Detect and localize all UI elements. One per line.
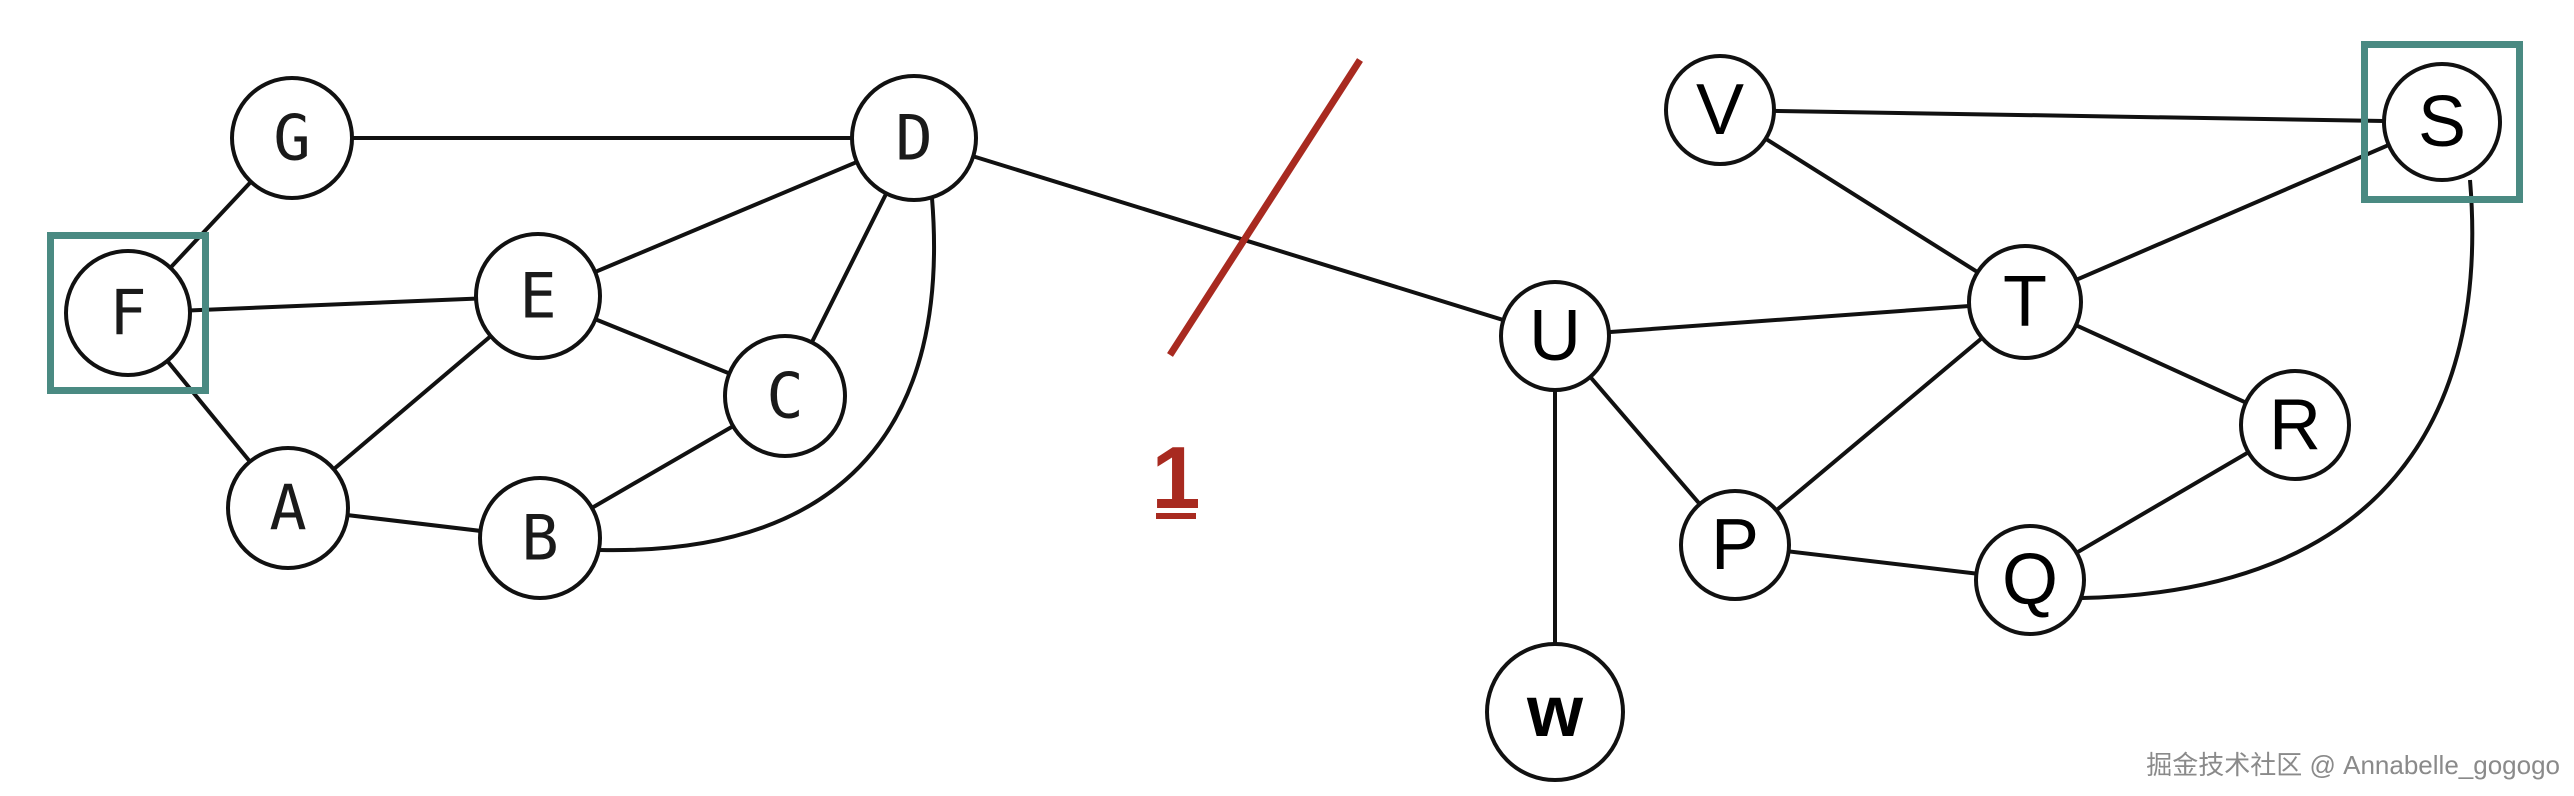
- node-v-circle: [1664, 54, 1776, 166]
- node-a: A: [226, 446, 350, 570]
- edge-d-u: [913, 136, 1556, 338]
- node-w: w: [1485, 642, 1625, 782]
- node-g-label: G: [273, 102, 310, 175]
- terminal-box-s: [2361, 41, 2523, 203]
- node-e: E: [474, 232, 602, 360]
- node-f: F: [64, 249, 192, 377]
- node-g-circle: [230, 76, 354, 200]
- node-r-label: R: [2269, 385, 2321, 465]
- node-a-label: A: [269, 472, 306, 545]
- node-q: Q: [1974, 524, 2086, 636]
- node-w-label: w: [1526, 672, 1584, 752]
- node-q-label: Q: [2002, 540, 2058, 620]
- edge-v-t: [1718, 108, 2027, 304]
- node-e-label: E: [519, 260, 556, 333]
- edge-t-p: [1733, 300, 2027, 547]
- watermark: 掘金技术社区 @ Annabelle_gogogo: [2146, 750, 2560, 780]
- node-c-label: C: [766, 360, 803, 433]
- edge-s-q: [2081, 179, 2475, 600]
- node-c: C: [723, 334, 847, 458]
- edge-u-t: [1554, 300, 2026, 338]
- node-c-circle: [723, 334, 847, 458]
- node-u-label: U: [1529, 296, 1581, 376]
- node-u: U: [1499, 280, 1611, 392]
- node-d: D: [850, 74, 978, 202]
- cut-line: [1167, 58, 1363, 357]
- node-f-label: F: [109, 277, 146, 350]
- node-d-circle: [850, 74, 978, 202]
- node-b-circle: [478, 476, 602, 600]
- cut-label: 1: [1152, 428, 1201, 527]
- node-s-label: S: [2418, 82, 2466, 162]
- node-p: P: [1679, 489, 1791, 601]
- node-p-label: P: [1711, 505, 1759, 585]
- edge-s-t: [2024, 120, 2443, 304]
- node-u-circle: [1499, 280, 1611, 392]
- node-b: B: [478, 476, 602, 600]
- node-p-circle: [1679, 489, 1791, 601]
- node-b-label: B: [521, 502, 558, 575]
- node-t: T: [1967, 244, 2083, 360]
- node-f-circle: [64, 249, 192, 377]
- edge-v-s: [1719, 108, 2443, 124]
- node-s: S: [2382, 62, 2502, 182]
- nodes-layer: G D F E C A B V S T U R P Qw: [64, 54, 2502, 782]
- node-w-circle: [1485, 642, 1625, 782]
- node-s-circle: [2382, 62, 2502, 182]
- edge-f-e: [127, 294, 539, 315]
- terminal-layer: [47, 41, 2523, 394]
- edge-d-b: [599, 197, 937, 553]
- node-r-circle: [2239, 369, 2351, 481]
- node-t-circle: [1967, 244, 2083, 360]
- node-v: V: [1664, 54, 1776, 166]
- node-r: R: [2239, 369, 2351, 481]
- node-a-circle: [226, 446, 350, 570]
- cut-layer: 1: [1152, 58, 1363, 527]
- node-d-label: D: [895, 102, 932, 175]
- node-e-circle: [474, 232, 602, 360]
- node-v-label: V: [1696, 70, 1744, 150]
- edges-layer: [126, 108, 2475, 712]
- terminal-box-f: [47, 232, 209, 394]
- node-t-label: T: [2003, 262, 2047, 342]
- node-q-circle: [1974, 524, 2086, 636]
- edge-e-d: [537, 136, 915, 298]
- node-g: G: [230, 76, 354, 200]
